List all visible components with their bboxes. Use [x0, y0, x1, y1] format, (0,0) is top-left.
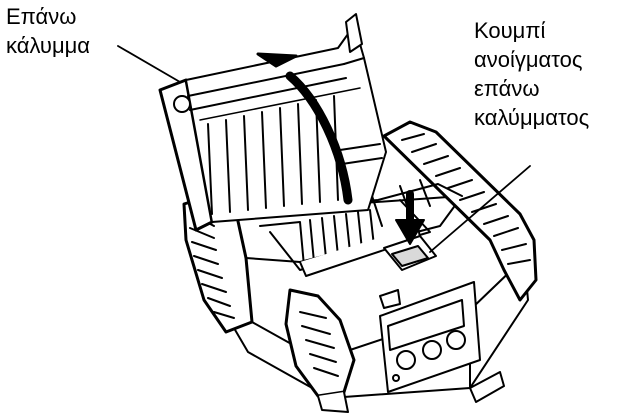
right-foot — [469, 371, 505, 403]
right-bumper — [382, 120, 538, 302]
top-cover-label: Επάνω κάλυμμα — [6, 2, 90, 60]
top-cover-label-line-1: Επάνω — [6, 4, 77, 29]
top-cover-label-line-2: κάλυμμα — [6, 33, 91, 58]
front-tab — [379, 289, 401, 309]
open-button-label-line-3: επάνω — [474, 76, 540, 101]
open-button-leader-line — [429, 165, 531, 253]
open-direction-arrow-icon — [256, 52, 353, 205]
media-bay — [235, 179, 463, 277]
press-down-arrow-icon — [395, 190, 425, 245]
panel-button-right — [446, 330, 466, 350]
panel-button-middle — [422, 340, 442, 360]
lcd-screen — [387, 299, 465, 351]
open-button — [383, 235, 437, 271]
panel-button-left — [396, 350, 416, 370]
cover-top-latch — [345, 13, 363, 53]
open-button-label: Κουμπί ανοίγματος επάνω καλύμματος — [474, 16, 589, 132]
open-button-label-line-1: Κουμπί — [474, 18, 546, 43]
hinge-knob — [173, 95, 191, 113]
left-foot — [317, 391, 349, 413]
open-button-label-line-4: καλύμματος — [474, 105, 590, 130]
top-cover — [158, 13, 387, 232]
open-button-label-line-2: ανοίγματος — [474, 47, 583, 72]
control-panel — [379, 281, 481, 393]
top-cover-leader-line — [117, 45, 181, 83]
status-led — [392, 374, 400, 382]
